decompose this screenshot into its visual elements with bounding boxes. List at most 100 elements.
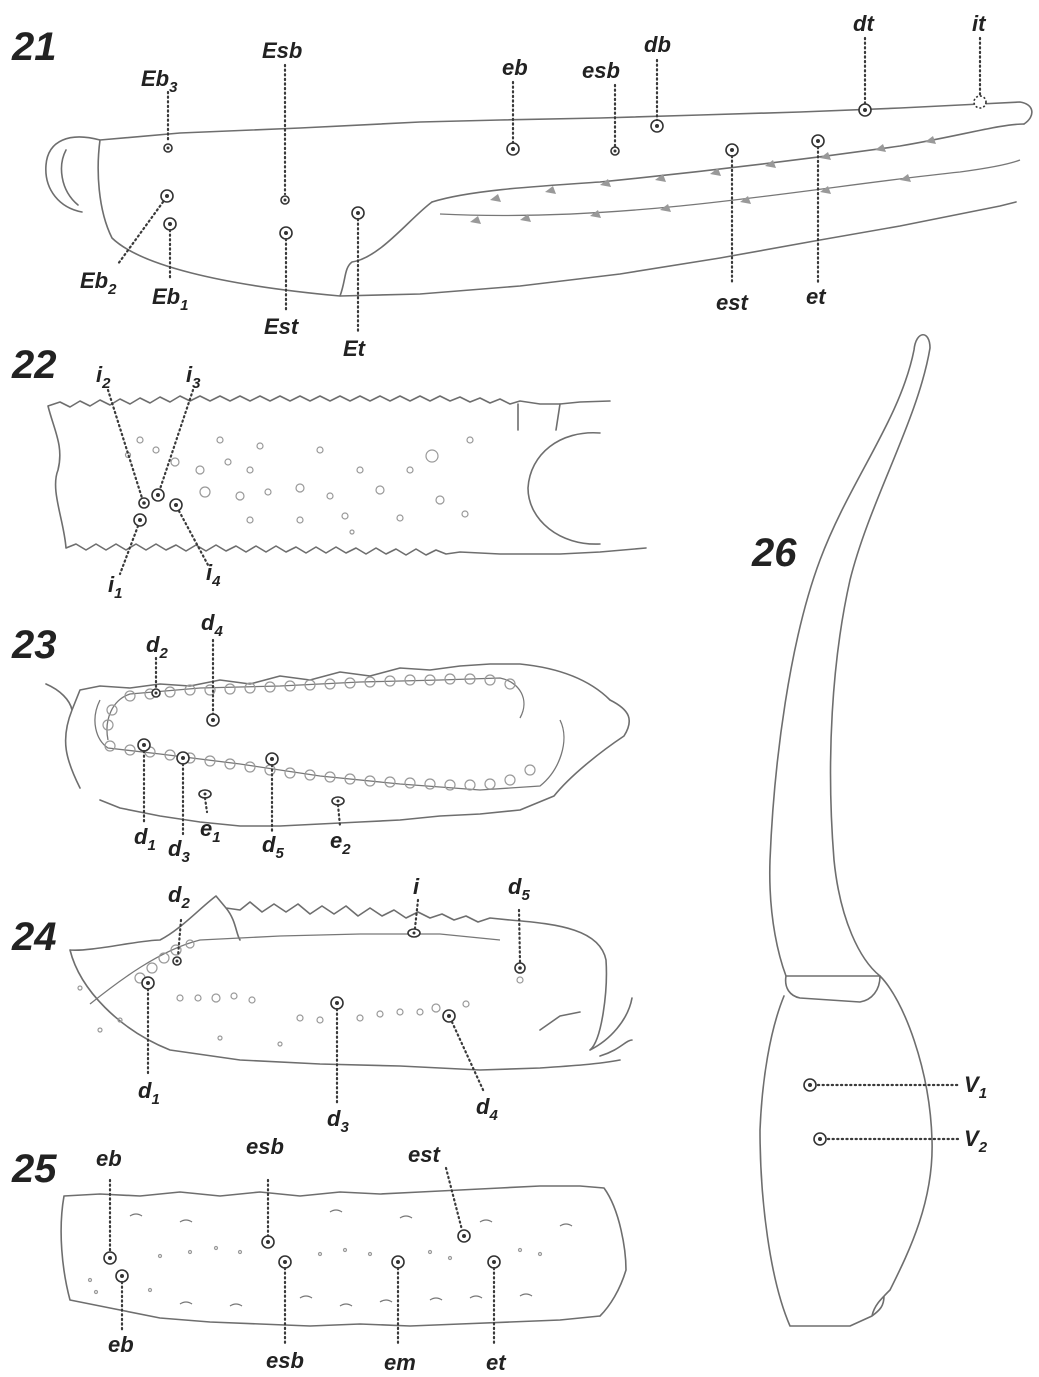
figure-number-21: 21 (11, 25, 57, 69)
patella-ext-carina (90, 934, 500, 1004)
trichobothrium-d1 (142, 977, 154, 989)
trichobothrium-d4 (207, 714, 219, 726)
label-d5: d5 (508, 874, 530, 904)
label-i: i (413, 874, 420, 899)
label-Et: Et (343, 336, 367, 361)
trichobothrium-eb (507, 143, 519, 155)
trichobothrium-i3 (152, 489, 164, 501)
trichobothrium-i (408, 929, 420, 937)
leader-i4 (179, 511, 208, 565)
label-i4: i4 (206, 560, 221, 590)
trichobothrium-i4 (170, 499, 182, 511)
femur-articulation (518, 404, 600, 544)
label-em: em (384, 1350, 416, 1375)
trichobothrium-i2 (139, 498, 149, 508)
trichobothrium-est (458, 1230, 470, 1242)
label-i2: i2 (96, 362, 111, 392)
trichobothrium-Eb1 (164, 218, 176, 230)
label-d2: d2 (146, 632, 168, 662)
figure-number-26: 26 (751, 531, 797, 575)
trichobothrium-esb-bottom (279, 1256, 291, 1268)
finger-teeth (470, 136, 936, 224)
trichobothrium-est (726, 144, 738, 156)
trichobothrium-eb-bottom (116, 1270, 128, 1282)
label-db: db (644, 32, 671, 57)
chela-outline (46, 102, 1032, 296)
label-i3: i3 (186, 362, 201, 392)
trichobothrium-d5 (515, 963, 525, 973)
label-esb-top: esb (246, 1134, 284, 1159)
figure-number-24: 24 (11, 915, 57, 959)
trichobothrium-e1 (199, 790, 211, 798)
trichobothrium-V2 (814, 1133, 826, 1145)
leader-est (446, 1168, 462, 1230)
trichobothrium-e2 (332, 797, 344, 805)
label-d4: d4 (201, 610, 223, 640)
label-Esb: Esb (262, 38, 302, 63)
figure-25: 25 eb esb est eb esb em et (11, 1134, 626, 1375)
label-d3: d3 (327, 1106, 349, 1136)
trichobothrium-esb (611, 147, 619, 155)
figure-number-23: 23 (11, 623, 57, 667)
femur-granules (126, 437, 474, 534)
trichobothrium-V1 (804, 1079, 816, 1091)
label-dt: dt (853, 11, 875, 36)
trichobothrium-Et (352, 207, 364, 219)
leader-i (415, 900, 418, 928)
trichobothrium-eb-top (104, 1252, 116, 1264)
leader-e1 (205, 798, 207, 812)
label-e2: e2 (330, 828, 351, 858)
label-Eb1: Eb1 (152, 284, 188, 314)
trichobothrium-d1 (138, 739, 150, 751)
trichobothrium-Eb3 (164, 144, 172, 152)
leader-i3 (160, 390, 193, 489)
label-eb: eb (502, 55, 528, 80)
trichobothrium-Eb2 (161, 190, 173, 202)
leader-d4 (452, 1022, 484, 1092)
label-et: et (486, 1350, 507, 1375)
femur-outline (48, 396, 646, 555)
fixed-finger-edge (432, 124, 1024, 202)
figure-24: 24 d2 i d5 d1 d3 d4 (11, 874, 632, 1136)
figure-21: 21 (11, 11, 1032, 361)
patella-carina-outer (95, 700, 564, 790)
base-outline (760, 976, 932, 1326)
trichobothrium-db (651, 120, 663, 132)
label-esb-bottom: esb (266, 1348, 304, 1373)
label-est: est (408, 1142, 441, 1167)
label-Eb3: Eb3 (141, 66, 178, 96)
label-d5: d5 (262, 832, 284, 862)
trichobothrium-esb-top (262, 1236, 274, 1248)
trichobothrium-Esb (281, 196, 289, 204)
trichobothrium-d4 (443, 1010, 455, 1022)
label-it: it (972, 11, 987, 36)
figure-26: 26 V1 V2 (751, 335, 988, 1326)
trichobothrium-et (812, 135, 824, 147)
leader-i2 (108, 390, 142, 498)
label-d1: d1 (138, 1078, 160, 1108)
label-d4: d4 (476, 1094, 498, 1124)
label-esb: esb (582, 58, 620, 83)
trichobothrium-it (974, 96, 986, 108)
label-Eb2: Eb2 (80, 268, 117, 298)
stalk-outline (770, 335, 930, 976)
label-e1: e1 (200, 816, 221, 846)
label-d2: d2 (168, 882, 190, 912)
trichobothrium-d3 (177, 752, 189, 764)
figure-number-22: 22 (11, 343, 57, 387)
trichobothrium-d3 (331, 997, 343, 1009)
label-d3: d3 (168, 836, 190, 866)
leader-i1 (120, 526, 138, 574)
trichobothrium-d5 (266, 753, 278, 765)
label-V1: V1 (964, 1072, 987, 1102)
label-Est: Est (264, 314, 300, 339)
label-V2: V2 (964, 1126, 988, 1156)
label-est: est (716, 290, 749, 315)
trichobothrium-et (488, 1256, 500, 1268)
figure-22: 22 i2 i3 i1 i4 (11, 343, 646, 602)
leader-Eb2 (118, 202, 163, 264)
label-d1: d1 (134, 824, 156, 854)
leader-d5 (519, 910, 520, 962)
